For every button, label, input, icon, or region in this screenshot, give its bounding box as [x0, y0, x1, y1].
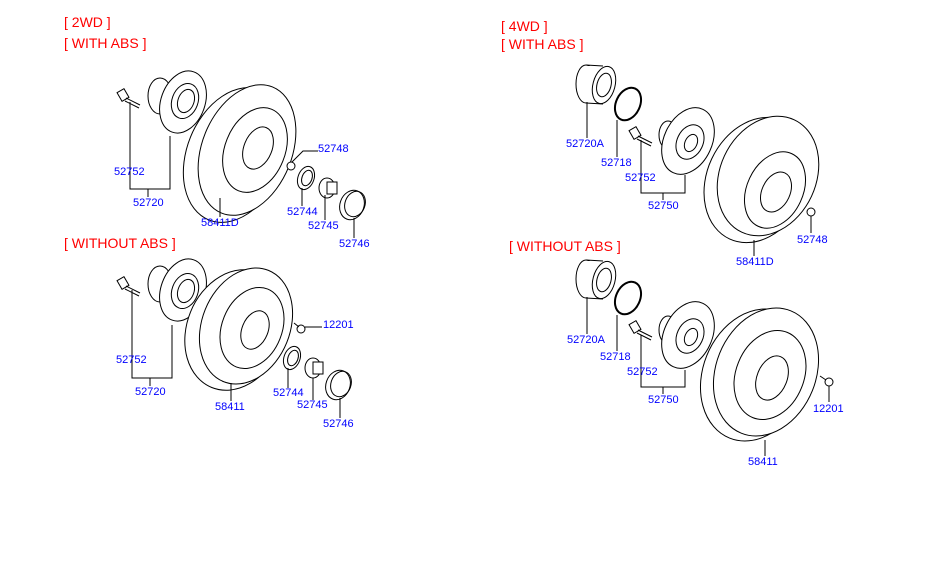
- drive-type-header: [ 4WD ]: [501, 18, 548, 34]
- bolt-icon: [116, 87, 141, 109]
- part-number-link[interactable]: 52752: [627, 366, 658, 378]
- hub-icon: [658, 301, 715, 369]
- screw-icon: [293, 322, 306, 334]
- part-number-link[interactable]: 58411D: [201, 217, 239, 229]
- part-number-link[interactable]: 52748: [797, 234, 828, 246]
- part-number-link[interactable]: 52748: [318, 143, 349, 155]
- part-number-link[interactable]: 52718: [601, 157, 632, 169]
- bearing-icon: [575, 259, 617, 300]
- drive-type-header: [ 2WD ]: [64, 14, 111, 30]
- part-number-link[interactable]: 52752: [625, 172, 656, 184]
- snap-ring-icon: [613, 280, 643, 316]
- with-abs-header: [ WITH ABS ]: [501, 36, 584, 52]
- bolt-icon: [628, 319, 653, 341]
- part-number-link[interactable]: 58411: [748, 456, 778, 468]
- leader-lines: [586, 297, 830, 456]
- part-number-link[interactable]: 58411D: [736, 256, 774, 268]
- brake-disc-icon: [182, 84, 297, 223]
- with-abs-header: [ WITH ABS ]: [64, 35, 147, 51]
- part-number-link[interactable]: 52750: [648, 200, 679, 212]
- nut-icon: [286, 161, 296, 171]
- washer-icon: [282, 345, 302, 371]
- part-number-link[interactable]: 52744: [287, 206, 318, 218]
- leader-lines: [586, 102, 812, 256]
- part-number-link[interactable]: 52746: [323, 418, 354, 430]
- part-number-link[interactable]: 52746: [339, 238, 370, 250]
- part-number-link[interactable]: 52745: [308, 220, 339, 232]
- leader-lines: [129, 102, 355, 238]
- bolt-icon: [116, 275, 141, 297]
- part-number-link[interactable]: 52720A: [567, 334, 605, 346]
- brake-disc-icon: [703, 115, 820, 244]
- part-number-link[interactable]: 52718: [600, 351, 631, 363]
- without-abs-header: [ WITHOUT ABS ]: [64, 235, 176, 251]
- part-number-link[interactable]: 52744: [273, 387, 304, 399]
- bolt-icon: [628, 125, 653, 147]
- part-number-link[interactable]: 52752: [114, 166, 145, 178]
- part-number-link[interactable]: 52720: [133, 197, 164, 209]
- hub-icon: [658, 107, 715, 175]
- cap-icon: [325, 369, 352, 401]
- part-number-link[interactable]: 12201: [813, 403, 844, 415]
- part-number-link[interactable]: 52752: [116, 354, 147, 366]
- part-number-link[interactable]: 12201: [323, 319, 354, 331]
- screw-icon: [819, 375, 834, 387]
- part-number-link[interactable]: 52750: [648, 394, 679, 406]
- bearing-icon: [575, 64, 617, 105]
- part-number-link[interactable]: 52720A: [566, 138, 604, 150]
- nut-icon: [806, 207, 816, 217]
- snap-ring-icon: [613, 86, 643, 122]
- without-abs-header: [ WITHOUT ABS ]: [509, 238, 621, 254]
- leader-lines: [131, 290, 341, 418]
- part-number-link[interactable]: 52745: [297, 399, 328, 411]
- hub-icon: [147, 70, 207, 134]
- lock-nut-icon: [304, 357, 324, 379]
- part-number-link[interactable]: 58411: [215, 401, 245, 413]
- washer-icon: [296, 165, 316, 191]
- brake-drum-icon: [699, 307, 820, 442]
- part-number-link[interactable]: 52720: [135, 386, 166, 398]
- lock-nut-icon: [318, 177, 338, 199]
- cap-icon: [339, 189, 366, 221]
- brake-drum-icon: [184, 267, 294, 391]
